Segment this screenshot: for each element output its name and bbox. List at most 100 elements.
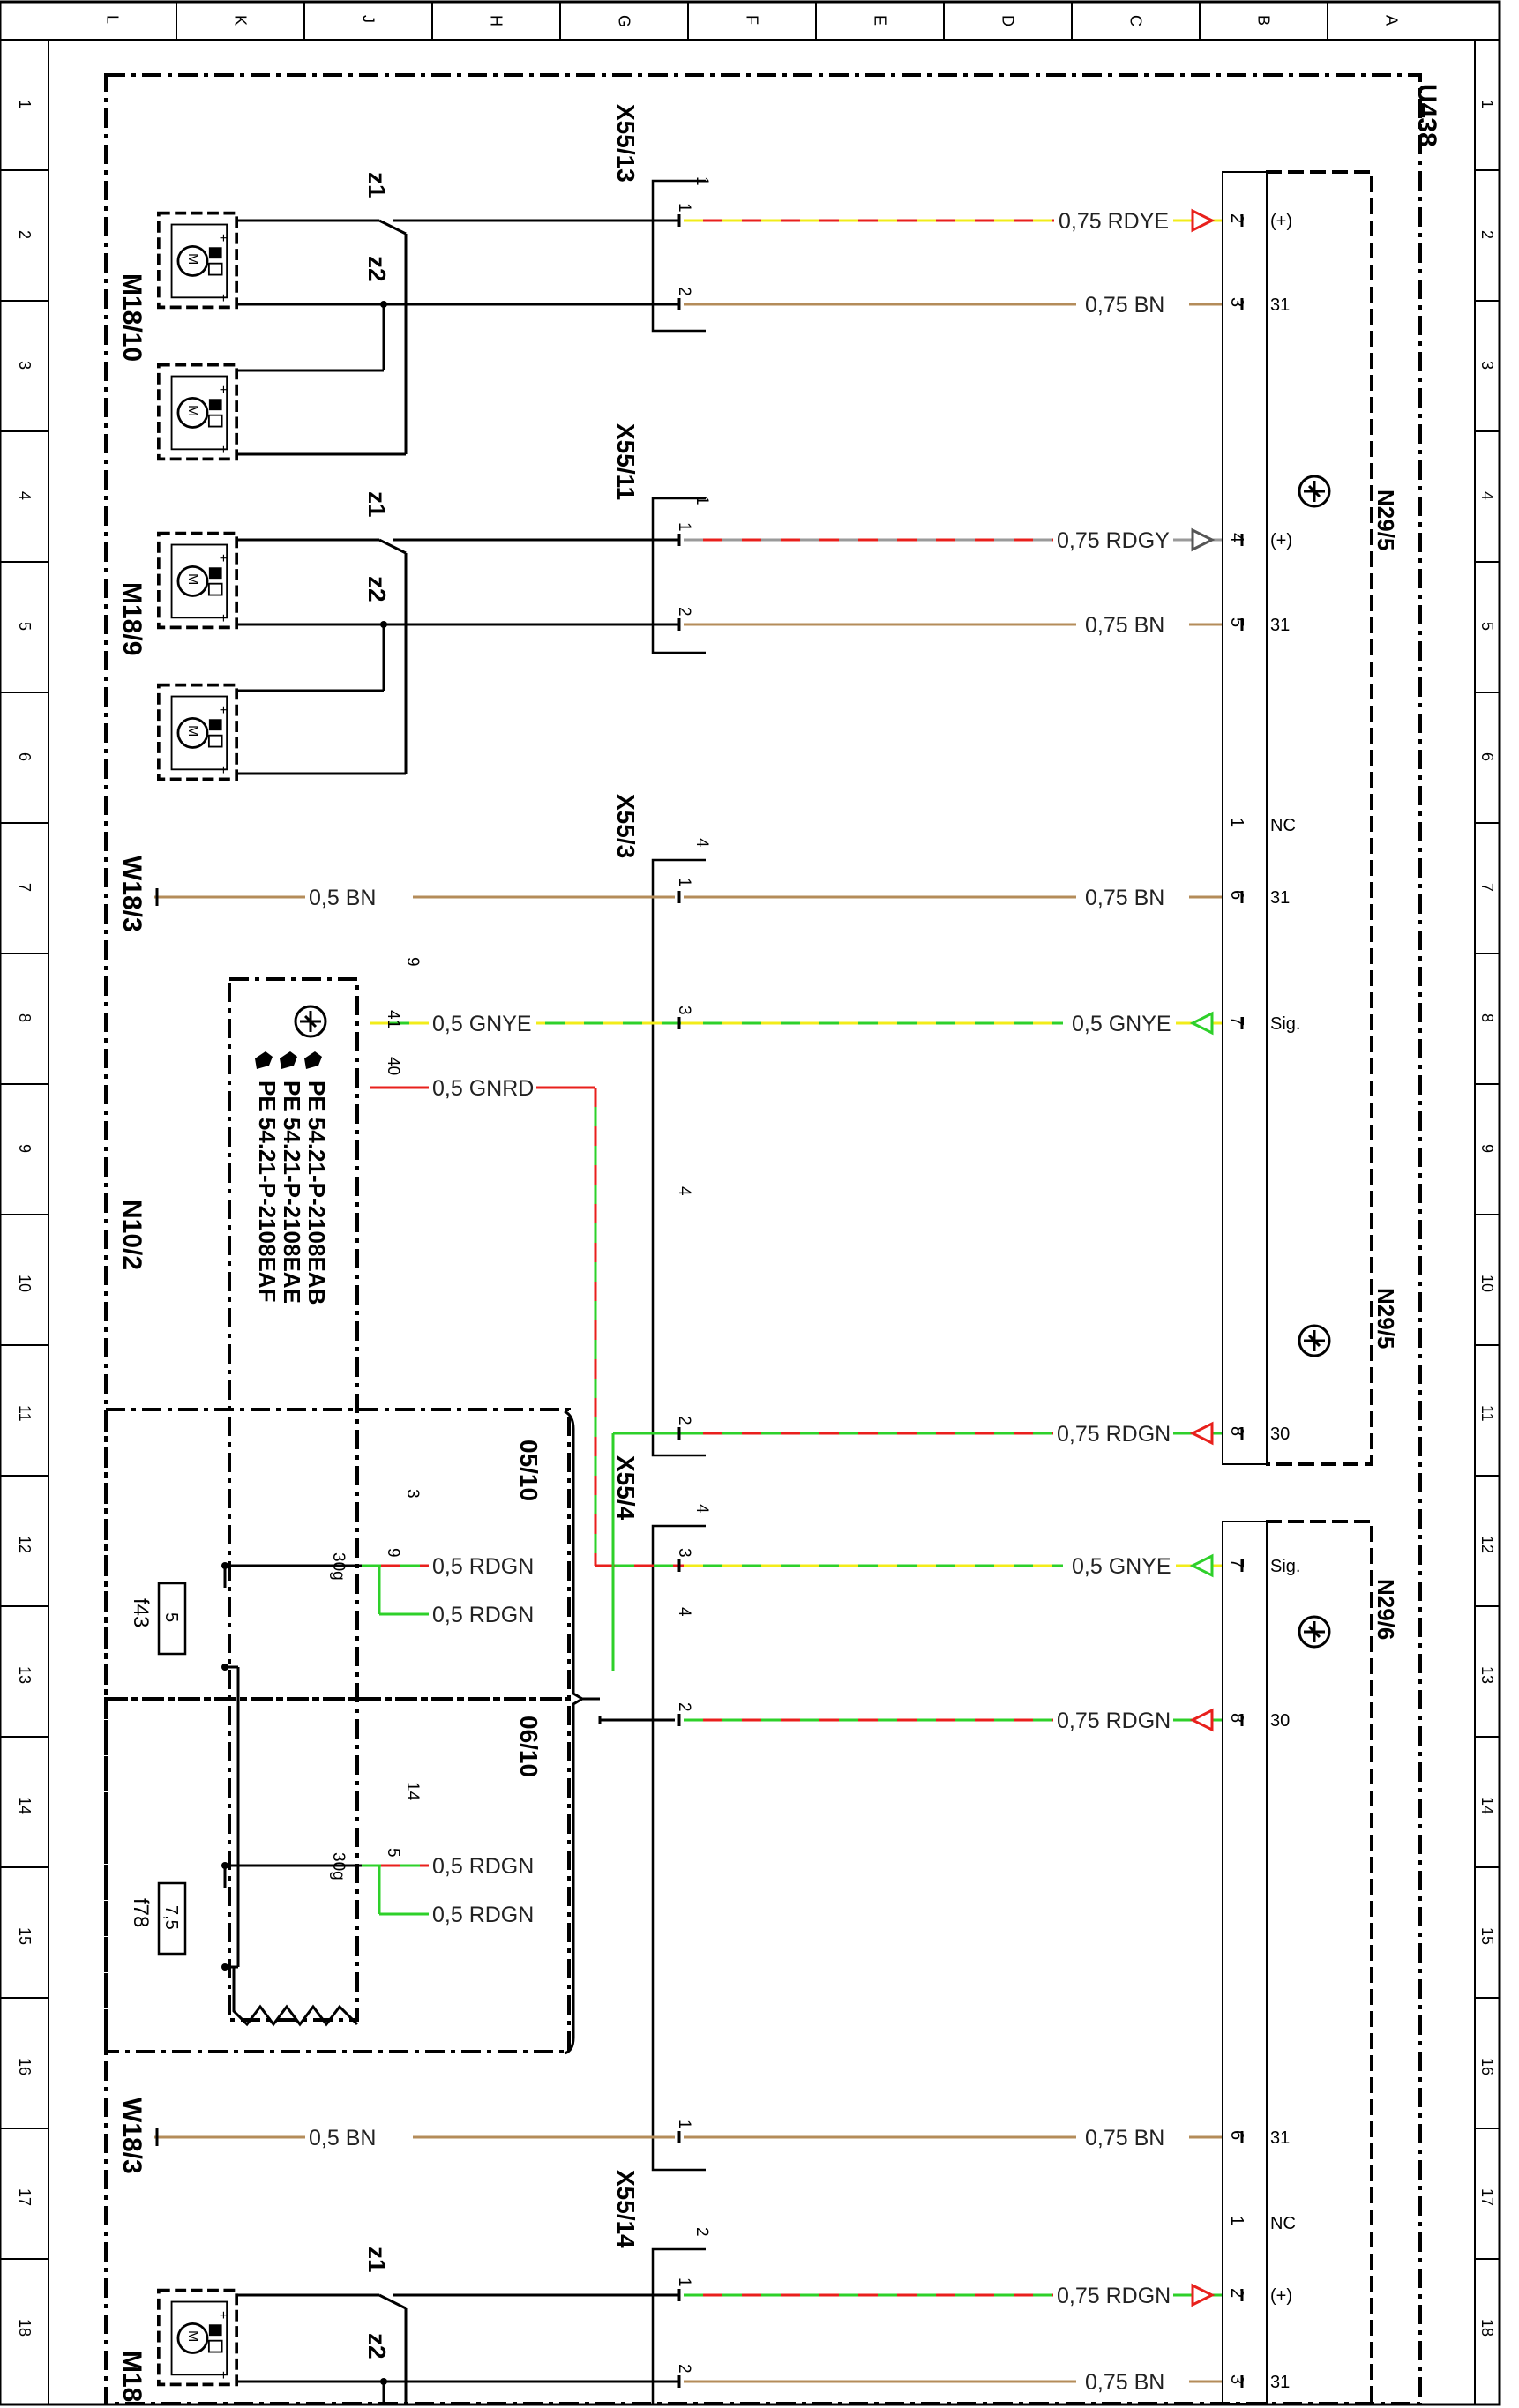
motor-plus: + — [215, 554, 230, 562]
pin-number: 9 — [403, 957, 422, 967]
ground-wires — [154, 888, 675, 2146]
module-n10-2: N10/2 — [117, 1200, 146, 1270]
column-label: G — [616, 15, 633, 27]
wire-label: 0,5 RDGN — [432, 1854, 534, 1879]
signal-arrow — [1189, 1421, 1214, 1446]
column-label: F — [744, 15, 761, 25]
pin-number: 4 — [675, 1607, 693, 1617]
pe-reference: PE 54.21-P-2108EAE — [279, 1081, 305, 1304]
sensor-icons — [294, 475, 1331, 1649]
motor-terminal-z1: z1 — [363, 491, 391, 518]
row-label: 7 — [16, 883, 34, 892]
row-label: 14 — [16, 1797, 34, 1814]
pin-number: 30g — [329, 1852, 348, 1881]
pin-number: 2 — [1227, 213, 1246, 223]
hand-pointer-icon — [280, 1051, 297, 1069]
junction-dots — [380, 301, 387, 2385]
motor-plus: + — [215, 2311, 230, 2319]
column-grid — [176, 2, 1328, 40]
fuses — [157, 1582, 187, 1956]
pin-number: 1 — [675, 2120, 693, 2129]
row-label: 8 — [1478, 1013, 1496, 1022]
pin-number: 4 — [692, 838, 711, 848]
motor-minus: − — [215, 445, 230, 453]
pin-function: 31 — [1270, 2373, 1290, 2392]
motor-wiring — [238, 219, 679, 2404]
pin-function: 31 — [1270, 616, 1290, 635]
pin-number: 4 — [675, 1186, 693, 1196]
pin-function: Sig. — [1270, 1014, 1300, 1034]
pin-number: 30g — [329, 1552, 348, 1581]
column-label: K — [232, 15, 250, 26]
pin-function: Sig. — [1270, 1557, 1300, 1576]
row-label: 5 — [1478, 622, 1496, 631]
motor-symbols — [159, 213, 236, 2385]
pin-number: 2 — [675, 607, 693, 617]
hand-pointer-icon — [255, 1051, 273, 1069]
row-label: 12 — [1478, 1536, 1496, 1553]
pin-number: 5 — [384, 1848, 402, 1858]
column-label: J — [360, 15, 378, 23]
pin-number: 2 — [1227, 2288, 1246, 2298]
row-label: 17 — [16, 2188, 34, 2206]
wire-label: 0,5 BN — [309, 886, 376, 910]
pin-number: 1 — [675, 2277, 693, 2287]
row-label: 8 — [16, 1013, 34, 1022]
row-label: 6 — [1478, 752, 1496, 761]
xref-05-10: 05/10 — [515, 1440, 542, 1501]
motor-terminal-z2: z2 — [363, 2333, 391, 2359]
row-grid — [0, 169, 1500, 2260]
pin-number: 2 — [675, 287, 693, 296]
wire-label: 0,75 RDGN — [1057, 1709, 1171, 1733]
pin-number: 8 — [1227, 1426, 1246, 1436]
pin-number: 1 — [675, 878, 693, 887]
wire-label: 0,5 GNYE — [432, 1012, 532, 1036]
pin-number: 3 — [403, 1489, 422, 1499]
connector-x55-4: X55/4 — [612, 1455, 640, 1521]
row-label: 11 — [1478, 1405, 1496, 1422]
row-label: 16 — [1478, 2058, 1496, 2075]
motor-m: M — [185, 405, 200, 416]
module-m18-9: M18/9 — [117, 582, 146, 655]
wire-label: 0,75 BN — [1085, 293, 1164, 318]
motor-m: M — [185, 725, 200, 737]
pin-number: 4 — [692, 1504, 711, 1514]
pin-function: (+) — [1270, 531, 1292, 550]
wire-label: 0,5 GNYE — [1072, 1012, 1171, 1036]
row-label: 1 — [16, 100, 34, 108]
wire-label: 0,5 RDGN — [432, 1603, 534, 1627]
hand-pointer-icon — [304, 1051, 322, 1069]
row-label: 7 — [1478, 883, 1496, 892]
pin-number: 3 — [1227, 2374, 1246, 2384]
pin-number: 2 — [675, 2364, 693, 2374]
motor-plus: + — [215, 385, 230, 393]
wire-label: 0,75 BN — [1085, 2126, 1164, 2150]
pin-function: NC — [1270, 816, 1296, 835]
wire-label: 0,75 RDGY — [1057, 528, 1170, 553]
signal-arrow — [1189, 1011, 1214, 1036]
pin-function: (+) — [1270, 2286, 1292, 2306]
pin-function: 31 — [1270, 2128, 1290, 2148]
wire-label: 0,5 GNRD — [432, 1076, 534, 1101]
row-label: 11 — [16, 1405, 34, 1422]
connector-x55-14: X55/14 — [612, 2170, 640, 2248]
pin-number: 3 — [675, 1006, 693, 1015]
pin-number: 8 — [1227, 1713, 1246, 1723]
motor-m: M — [185, 253, 200, 265]
pin-number: 2 — [692, 2227, 711, 2237]
xref-06-10: 06/10 — [515, 1716, 542, 1777]
signal-arrow — [1191, 2283, 1216, 2307]
row-label: 17 — [1478, 2188, 1496, 2206]
row-label: 3 — [1478, 361, 1496, 370]
column-label: E — [872, 15, 889, 26]
row-label: 18 — [1478, 2319, 1496, 2337]
wire-label: 0,75 RDYE — [1059, 209, 1169, 234]
pin-number: 14 — [403, 1782, 422, 1801]
row-label: 15 — [1478, 1927, 1496, 1945]
row-label: 10 — [16, 1275, 34, 1292]
pin-function: 30 — [1270, 1711, 1290, 1731]
motor-plus: + — [215, 234, 230, 242]
pin-number: 1 — [692, 496, 711, 505]
fuse-f43-value: 5 — [161, 1612, 181, 1622]
harness-wires — [362, 208, 1244, 2388]
